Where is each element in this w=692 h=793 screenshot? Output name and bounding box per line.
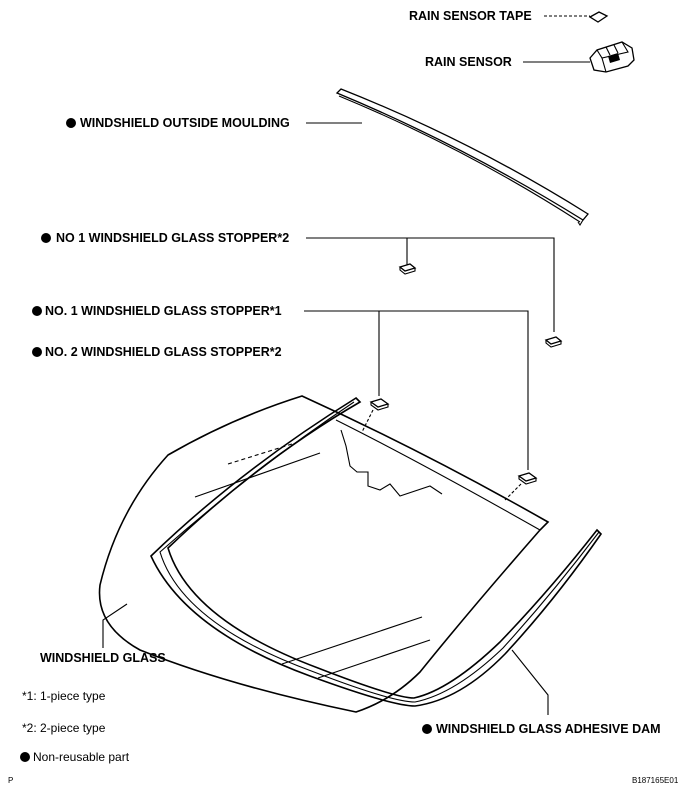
note-1-piece: *1: 1-piece type	[22, 689, 106, 703]
adhesive-dam-leader	[511, 649, 549, 715]
stopper-dashed-guide	[504, 483, 522, 501]
outside-moulding-label: WINDSHIELD OUTSIDE MOULDING	[80, 116, 290, 130]
windshield-glass-leader	[102, 603, 128, 648]
rain-sensor-tape-label: RAIN SENSOR TAPE	[409, 9, 532, 23]
stopper-part	[517, 472, 538, 485]
rain-sensor-label: RAIN SENSOR	[425, 55, 512, 69]
adhesive-dam-label: WINDSHIELD GLASS ADHESIVE DAM	[436, 722, 661, 736]
non-reusable-bullet-icon	[20, 752, 30, 762]
non-reusable-note: Non-reusable part	[33, 750, 130, 764]
no1-stopper-2-leader	[306, 237, 555, 332]
rain-sensor-tape-part	[588, 11, 609, 23]
non-reusable-bullet-icon	[66, 118, 76, 128]
stopper-part	[398, 263, 417, 275]
no1-stopper-1-label: NO. 1 WINDSHIELD GLASS STOPPER*1	[45, 304, 282, 318]
stopper-part	[369, 398, 390, 411]
corner-code: P	[8, 776, 13, 785]
stopper-part	[544, 336, 563, 348]
figure-code: B187165E01	[632, 776, 679, 785]
non-reusable-bullet-icon	[422, 724, 432, 734]
windshield-glass-label: WINDSHIELD GLASS	[40, 651, 166, 665]
no1-stopper-1-leader	[304, 310, 529, 470]
outside-moulding-part	[335, 88, 589, 227]
no1-stopper-2-label: NO 1 WINDSHIELD GLASS STOPPER*2	[56, 231, 289, 245]
stopper-dashed-guide	[361, 409, 374, 433]
no2-stopper-2-label: NO. 2 WINDSHIELD GLASS STOPPER*2	[45, 345, 282, 359]
note-2-piece: *2: 2-piece type	[22, 721, 106, 735]
non-reusable-bullet-icon	[32, 347, 42, 357]
adhesive-dam-part	[150, 396, 603, 707]
non-reusable-bullet-icon	[41, 233, 51, 243]
non-reusable-bullet-icon	[32, 306, 42, 316]
windshield-glass-part	[98, 395, 550, 713]
rain-sensor-part	[589, 41, 635, 73]
